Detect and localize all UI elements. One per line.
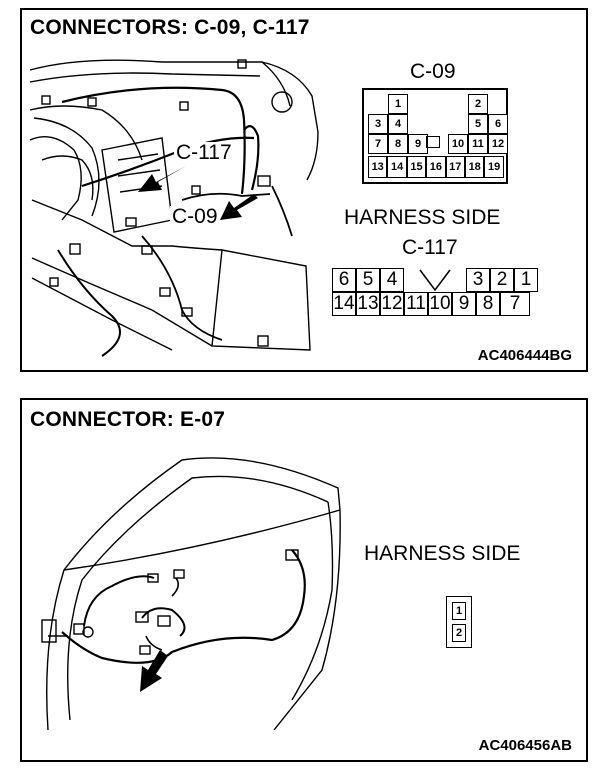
c09-label: C-09 xyxy=(410,60,456,83)
bottom-panel-title: CONNECTOR: E-07 xyxy=(30,408,226,431)
c09-pin: 9 xyxy=(408,134,428,154)
c09-pin: 13 xyxy=(368,156,388,178)
c09-pin: 18 xyxy=(465,156,485,178)
c09-pin: 7 xyxy=(368,134,388,154)
c09-pin: 1 xyxy=(388,94,408,114)
c09-pin: 2 xyxy=(468,94,488,114)
c117-pin: 5 xyxy=(356,268,380,292)
c09-pin: 10 xyxy=(448,134,468,154)
dashboard-illustration xyxy=(29,59,319,357)
c117-pin: 13 xyxy=(356,292,380,316)
c09-pin: 17 xyxy=(445,156,465,178)
e07-pin: 2 xyxy=(452,624,466,642)
c117-pin: 4 xyxy=(380,268,404,292)
e07-frame xyxy=(446,596,472,648)
c117-pin: 9 xyxy=(452,292,476,316)
c117-pin: 2 xyxy=(490,268,514,292)
top-panel-title: CONNECTORS: C-09, C-117 xyxy=(30,16,310,39)
c117-pin: 1 xyxy=(514,268,538,292)
c09-key-notch xyxy=(426,136,440,148)
c09-pin: 6 xyxy=(488,114,508,134)
c117-pin: 11 xyxy=(404,292,428,316)
callout-c117: C-117 xyxy=(174,141,234,164)
c117-pin: 10 xyxy=(428,292,452,316)
c09-pin: 15 xyxy=(406,156,427,178)
c09-pin: 4 xyxy=(388,114,408,134)
bottom-figure-code: AC406456AB xyxy=(478,737,572,754)
c117-key-notch xyxy=(418,268,452,292)
c09-pin: 16 xyxy=(426,156,446,178)
c117-pin: 3 xyxy=(466,268,490,292)
c117-pin: 6 xyxy=(332,268,356,292)
c09-pin: 5 xyxy=(468,114,488,134)
c09-pin: 3 xyxy=(368,114,388,134)
callout-c09: C-09 xyxy=(170,205,220,228)
c09-pin: 12 xyxy=(488,134,508,154)
top-harness-side-label: HARNESS SIDE xyxy=(344,206,501,229)
c117-label: C-117 xyxy=(402,236,458,259)
e07-pin: 1 xyxy=(452,602,466,620)
top-figure-code: AC406444BG xyxy=(477,347,572,364)
c117-pin: 7 xyxy=(500,292,530,316)
c117-pin: 8 xyxy=(476,292,500,316)
bottom-harness-side-label: HARNESS SIDE xyxy=(364,542,521,565)
c09-pin: 11 xyxy=(468,134,488,154)
c09-pin: 19 xyxy=(484,156,504,178)
c117-pin: 12 xyxy=(380,292,404,316)
top-panel: CONNECTORS: C-09, C-117 xyxy=(20,8,588,372)
bottom-panel: CONNECTOR: E-07 HARNE xyxy=(20,398,588,762)
c09-pin: 14 xyxy=(387,156,407,178)
c117-pin: 14 xyxy=(332,292,356,316)
c09-pin: 8 xyxy=(388,134,408,154)
door-illustration xyxy=(41,457,341,730)
